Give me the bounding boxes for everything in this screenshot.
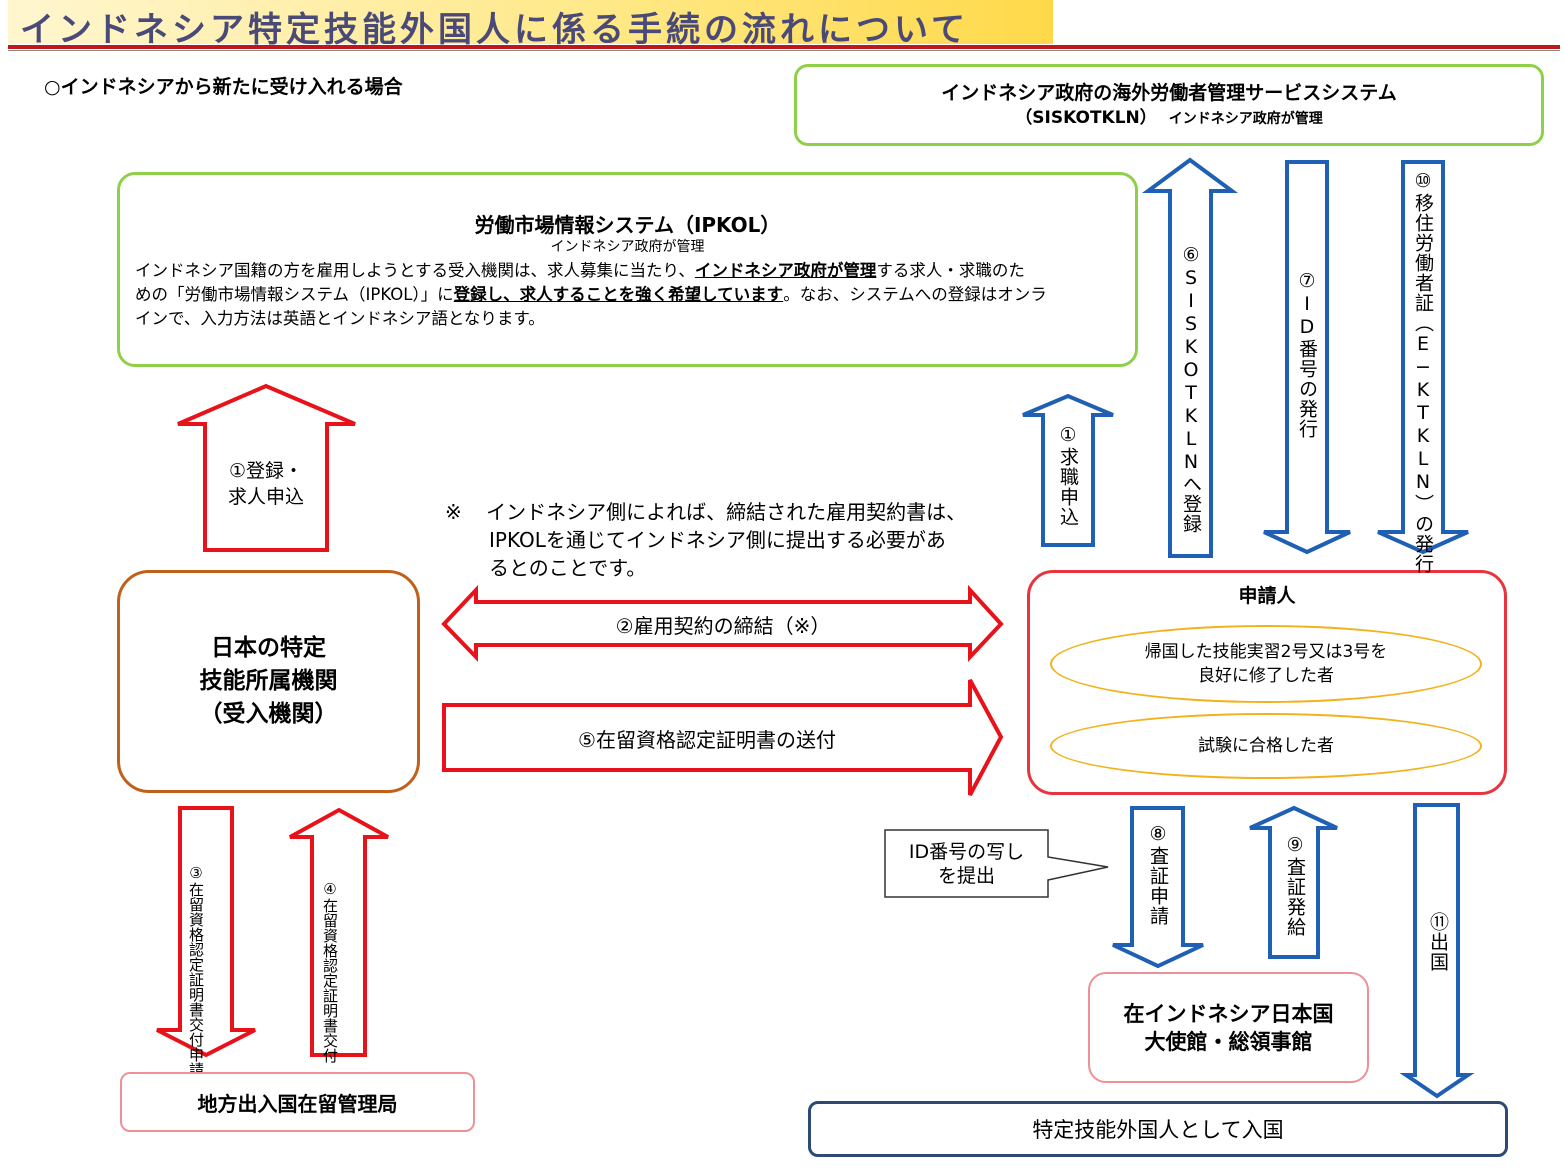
ipkol-body: インドネシア国籍の方を雇用しようとする受入機関は、求人募集に当たり、インドネシア… — [135, 259, 1120, 331]
arrow-coe-issue-line2: 証明書交付 — [321, 988, 339, 1063]
employer-line2: 技能所属機関 — [199, 668, 338, 694]
immigration-box: 地方出入国在留管理局 — [120, 1072, 475, 1132]
page-subtitle: ○インドネシアから新たに受け入れる場合 — [44, 76, 403, 98]
arrow-job-seek — [1022, 393, 1114, 547]
embassy-line1: 在インドネシア日本国 — [1123, 1001, 1334, 1026]
arrow-coe-send — [442, 679, 1004, 796]
ipkol-body-emph1: インドネシア政府が管理 — [694, 261, 877, 280]
ipkol-body-part: めの「労働市場情報システム（IPKOL）」に — [135, 285, 454, 304]
ellipse-trainee-line2: 良好に修了した者 — [1197, 666, 1334, 686]
arrow-coe-issue-line1: ④在留資格認定 — [321, 880, 339, 988]
ipkol-title: 労働市場情報システム（IPKOL） — [474, 213, 781, 237]
arrow-registration-label: ①登録・ 求人申込 — [205, 458, 327, 510]
applicant-ellipse-exam: 試験に合格した者 — [1050, 713, 1482, 779]
callout-text: ID番号の写し を提出 — [885, 840, 1048, 888]
arrow-ektkln-label: ⑩移住労働者証（E−KTKLN）の発行 — [1412, 170, 1434, 574]
arrow-departure-label: ⑪出国 — [1427, 912, 1449, 972]
siskotkln-title: インドネシア政府の海外労働者管理サービスシステム — [941, 81, 1397, 104]
applicant-ellipse-trainee: 帰国した技能実習2号又は3号を 良好に修了した者 — [1050, 625, 1482, 703]
arrow-visa-issue — [1249, 805, 1338, 959]
note: ※ インドネシア側によれば、締結された雇用契約書は、 IPKOLを通じてインドネ… — [445, 498, 966, 582]
ipkol-body-part: インドネシア国籍の方を雇用しようとする受入機関は、求人募集に当たり、 — [135, 261, 695, 280]
arrow-id-issue-label: ⑦ID番号の発行 — [1296, 270, 1318, 439]
note-line3: るとのことです。 — [489, 556, 647, 580]
callout-shape — [884, 829, 1109, 898]
callout-line2: を提出 — [937, 865, 995, 887]
applicant-title: 申請人 — [1238, 585, 1296, 607]
arrow-visa-apply-label: ⑧査証申請 — [1147, 823, 1169, 926]
arrow-contract-label: ②雇用契約の締結（※） — [615, 614, 831, 638]
arrow-registration-line2: 求人申込 — [227, 486, 304, 508]
arrow-coe-send-label: ⑤在留資格認定証明書の送付 — [578, 728, 836, 752]
embassy-box: 在インドネシア日本国 大使館・総領事館 — [1088, 972, 1369, 1083]
arrow-ektkln — [1377, 160, 1469, 555]
siskotkln-managed: インドネシア政府が管理 — [1168, 110, 1323, 127]
arrow-visa-issue-label: ⑨査証発給 — [1284, 834, 1306, 937]
immigration-label: 地方出入国在留管理局 — [197, 1091, 398, 1116]
note-line1: インドネシア側によれば、締結された雇用契約書は、 — [486, 500, 967, 524]
arrow-coe-apply-line1: ③在留資格認定 — [187, 864, 205, 972]
note-mark: ※ — [445, 500, 462, 524]
siskotkln-subtitle: （SISKOTKLN） インドネシア政府が管理 — [1015, 106, 1322, 131]
ipkol-managed: インドネシア政府が管理 — [550, 239, 705, 255]
ipkol-body-part: インで、入力方法は英語とインドネシア語となります。 — [135, 309, 545, 328]
note-line2: IPKOLを通じてインドネシア側に提出する必要があ — [489, 528, 946, 552]
ipkol-box: 労働市場情報システム（IPKOL） インドネシア政府が管理 インドネシア国籍の方… — [117, 172, 1138, 367]
entry-label: 特定技能外国人として入国 — [1032, 1118, 1284, 1142]
title-rule — [8, 45, 1560, 49]
arrow-coe-apply-label: ③在留資格認定証明書交付申請 — [186, 864, 206, 1077]
siskotkln-box: インドネシア政府の海外労働者管理サービスシステム （SISKOTKLN） インド… — [794, 64, 1544, 146]
arrow-siskotkln-register-label: ⑥SISKOTKLNへ登録 — [1180, 244, 1202, 534]
employer-box: 日本の特定 技能所属機関 （受入機関） — [117, 570, 420, 793]
arrow-registration-line1: ①登録・ — [228, 460, 304, 482]
title-rule-thin — [8, 50, 1560, 51]
embassy-line2: 大使館・総領事館 — [1144, 1029, 1313, 1054]
title-band — [8, 0, 1053, 44]
arrow-siskotkln-register — [1141, 157, 1239, 558]
page-title: インドネシア特定技能外国人に係る手続の流れについて — [20, 10, 969, 50]
arrow-contract — [441, 584, 1004, 663]
siskotkln-abbr: （SISKOTKLN） — [1015, 107, 1157, 128]
arrow-coe-issue-label: ④在留資格認定証明書交付 — [320, 880, 340, 1063]
ellipse-trainee-line1: 帰国した技能実習2号又は3号を — [1144, 642, 1388, 662]
arrow-coe-apply — [156, 806, 256, 1058]
arrow-coe-issue — [289, 807, 389, 1057]
callout-line1: ID番号の写し — [908, 841, 1025, 863]
arrow-coe-apply-line2: 証明書交付申請 — [187, 972, 205, 1077]
arrow-job-seek-label: ①求職申込 — [1057, 424, 1079, 527]
arrow-id-issue — [1263, 160, 1351, 555]
ipkol-body-part: 。なお、システムへの登録はオンラ — [783, 285, 1047, 304]
arrow-registration — [177, 383, 356, 552]
employer-line3: （受入機関） — [199, 701, 338, 727]
ipkol-body-emph2: 登録し、求人することを強く希望しています — [453, 285, 784, 304]
arrow-departure — [1399, 803, 1475, 1099]
ipkol-body-part: する求人・求職のた — [876, 261, 1025, 280]
employer-line1: 日本の特定 — [211, 635, 326, 661]
arrow-visa-apply — [1112, 806, 1204, 969]
entry-box: 特定技能外国人として入国 — [808, 1101, 1508, 1157]
